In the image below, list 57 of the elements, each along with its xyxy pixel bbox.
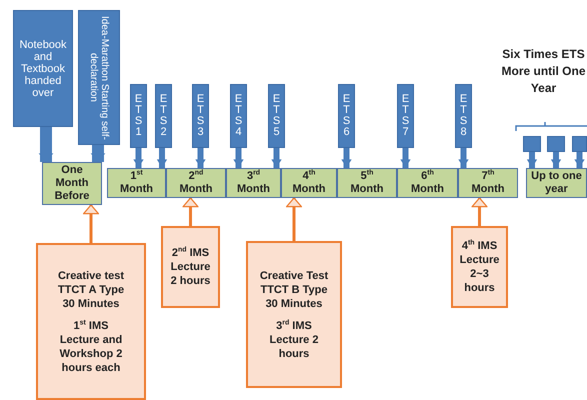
timeline-box: One Month Before [42,162,102,205]
arrow [341,148,352,168]
callout-text: 1$^{st}$ IMS Lecture and Workshop 2 hours each [58,318,124,374]
callout-text: ETS 8 [459,94,468,138]
arrow [400,148,411,168]
arrow [286,197,302,241]
callout-box [78,10,120,145]
callout-box [230,84,247,148]
arrow [574,152,585,168]
callout-text: ETS 7 [401,94,410,138]
callout-box [192,84,209,148]
arrow [233,148,244,168]
note-text: Six Times ETS More until One Year [500,46,586,97]
arrow [271,148,282,168]
callout-box [397,84,414,148]
arrow [156,148,168,168]
timeline-box: 5$^{th}$ Month [337,168,397,198]
callout-text: Idea-Marathon Starting self-declaration [88,14,110,142]
arrow [133,148,144,168]
callout-box [338,84,355,148]
callout-text: ETS 1 [134,94,143,138]
timeline-box: 7$^{th}$ Month [458,168,518,198]
callout-box [455,84,472,148]
arrow [182,197,198,226]
callout-box [155,84,172,148]
arrow [458,148,469,168]
timeline-box: 1$^{st}$ Month [107,168,166,198]
callout-text: ETS 6 [342,94,351,138]
callout-box [246,241,342,388]
callout-box [523,136,541,152]
callout-box [268,84,285,148]
arrow [38,127,54,162]
arrow [83,204,99,243]
arrow [472,197,488,226]
callout-box [547,136,565,152]
callout-box [572,136,587,152]
callout-text: ETS 2 [159,94,168,138]
callout-text: ETS 4 [234,94,243,138]
callout-text: Creative test TTCT A Type 30 Minutes [56,268,126,310]
callout-text: Creative Test TTCT B Type 30 Minutes [258,268,330,310]
arrow [195,148,206,168]
callout-box: 2$^{nd}$ IMS Lecture 2 hours [161,226,220,308]
arrow [526,152,538,168]
callout-text: ETS 5 [272,94,281,138]
callout-text: ETS 3 [196,94,205,138]
timeline-box: 2$^{nd}$ Month [166,168,226,198]
callout-box [36,243,146,400]
callout-box: Notebook and Textbook handed over [13,10,73,127]
callout-text: 3$^{rd}$ IMS Lecture 2 hours [268,318,320,360]
arrow [90,145,106,162]
timeline-box: 6$^{th}$ Month [397,168,458,198]
timeline-box: 3$^{rd}$ Month [226,168,281,198]
callout-box [130,84,147,148]
arrow [550,152,562,168]
timeline-box: 4$^{th}$ Month [281,168,337,198]
callout-box: 4$^{th}$ IMS Lecture 2~3 hours [451,226,508,308]
timeline-box: Up to one year [526,168,587,198]
